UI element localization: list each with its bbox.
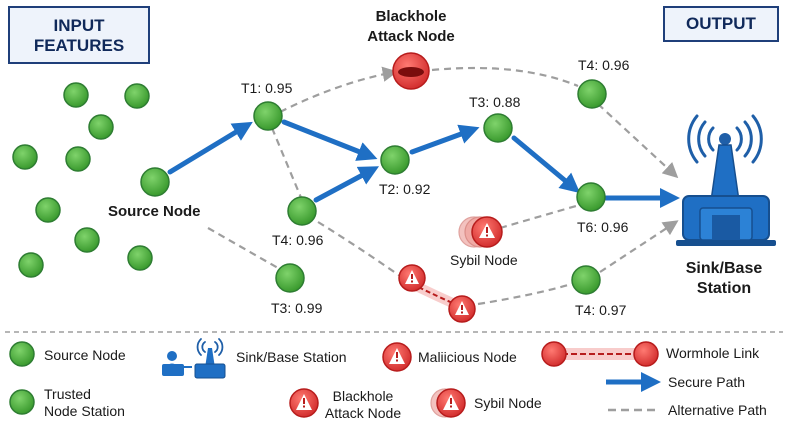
feature-node <box>88 114 114 140</box>
alt-path-t4low-sink <box>599 220 679 273</box>
trust-label-t3-top: T3: 0.88 <box>469 94 521 110</box>
output-header: OUTPUT <box>663 6 779 42</box>
trusted-node-t3-top <box>483 113 513 143</box>
legend-wormhole-label: Wormhole Link <box>666 345 760 361</box>
sink-base-station <box>676 114 776 246</box>
legend-trusted-node-icon <box>9 389 35 415</box>
blackhole-title-line1: Blackhole <box>375 8 447 25</box>
feature-node <box>124 83 150 109</box>
secure-path-source-t1 <box>167 121 253 175</box>
source-node <box>140 167 170 197</box>
wormhole-link <box>398 264 476 323</box>
secure-path-t4-t2 <box>313 166 380 203</box>
malicious-node-a <box>398 264 426 292</box>
alt-path-t1-t4mid <box>270 127 304 201</box>
legend-secure-path-label: Secure Path <box>668 374 746 390</box>
alt-path-malicious-t4low <box>477 280 579 306</box>
legend-trusted-line2: Node Station <box>44 403 125 419</box>
blackhole-icon <box>398 67 424 77</box>
output-header-text: OUTPUT <box>686 14 756 33</box>
legend-icons <box>9 338 661 418</box>
blackhole-node <box>392 52 430 90</box>
legend-blackhole-label: Blackhole Attack Node <box>322 388 404 422</box>
trust-label-t4-low: T4: 0.97 <box>575 302 627 318</box>
source-node-label: Source Node <box>108 203 201 220</box>
feature-node <box>65 146 91 172</box>
legend-source-node-icon <box>9 341 35 367</box>
secure-paths <box>167 119 680 208</box>
trust-label-t4-mid: T4: 0.96 <box>272 232 324 248</box>
malicious-node-b <box>448 295 476 323</box>
alt-path-source-t3low <box>207 227 279 269</box>
trusted-node-t1 <box>253 101 283 131</box>
legend-source-node-label: Source Node <box>44 347 126 363</box>
input-header-line1: INPUT <box>53 16 105 35</box>
trusted-node-t4-low <box>571 265 601 295</box>
feature-node <box>35 197 61 223</box>
blackhole-title-line2: Attack Node <box>367 28 455 45</box>
trusted-node-t4-top <box>577 79 607 109</box>
alt-path-t4mid-malicious <box>317 221 401 277</box>
sybil-node <box>458 216 503 248</box>
feature-node <box>127 245 153 271</box>
trust-label-t1: T1: 0.95 <box>241 80 293 96</box>
sink-label-line2: Station <box>696 280 752 297</box>
secure-path-t2-t3 <box>409 124 480 155</box>
sink-label-line1: Sink/Base <box>685 260 763 277</box>
feature-node <box>74 227 100 253</box>
alt-path-t1-blackhole <box>279 66 399 113</box>
alt-path-sybil-t6 <box>499 204 577 230</box>
legend-sink-label: Sink/Base Station <box>236 349 347 365</box>
trust-label-t4-top: T4: 0.96 <box>578 57 630 73</box>
legend-blackhole-line2: Attack Node <box>324 405 402 421</box>
feature-node <box>12 144 38 170</box>
secure-path-t1-t2 <box>281 119 378 161</box>
feature-node <box>18 252 44 278</box>
sybil-node-label: Sybil Node <box>450 252 518 268</box>
input-header-line2: FEATURES <box>33 36 125 55</box>
legend-sybil-node-icon <box>430 388 466 418</box>
legend-blackhole-node-icon <box>289 388 319 418</box>
sink-label: Sink/Base Station <box>672 259 776 299</box>
trusted-node-t6 <box>576 182 606 212</box>
legend-sink-station-icon <box>162 338 226 379</box>
trust-label-t6: T6: 0.96 <box>577 219 629 235</box>
legend-trusted-line1: Trusted <box>44 386 91 402</box>
trust-label-t2: T2: 0.92 <box>379 181 431 197</box>
secure-path-t3-t6 <box>511 135 581 194</box>
alt-path-t4-sink <box>597 103 679 179</box>
alt-path-blackhole-t4 <box>431 66 579 88</box>
trust-label-t3-low: T3: 0.99 <box>271 300 323 316</box>
legend-malicious-label: Maliicious Node <box>418 349 517 365</box>
legend-blackhole-line1: Blackhole <box>332 388 394 404</box>
trusted-node-t2 <box>380 145 410 175</box>
trusted-node-t4-mid <box>287 196 317 226</box>
signal-waves-icon <box>687 114 763 164</box>
feature-node <box>63 82 89 108</box>
alternative-paths <box>207 66 679 306</box>
input-features-header: INPUT FEATURES <box>8 6 150 64</box>
trusted-node-t3-low <box>275 263 305 293</box>
legend-malicious-node-icon <box>382 342 412 372</box>
blackhole-title: Blackhole Attack Node <box>355 7 467 47</box>
trusted-nodes <box>140 79 607 295</box>
legend-alternative-path-label: Alternative Path <box>668 402 767 418</box>
input-feature-nodes <box>12 82 153 278</box>
legend-sybil-label: Sybil Node <box>474 395 542 411</box>
legend-wormhole-icon <box>541 341 659 367</box>
legend-trusted-label: Trusted Node Station <box>44 386 125 420</box>
